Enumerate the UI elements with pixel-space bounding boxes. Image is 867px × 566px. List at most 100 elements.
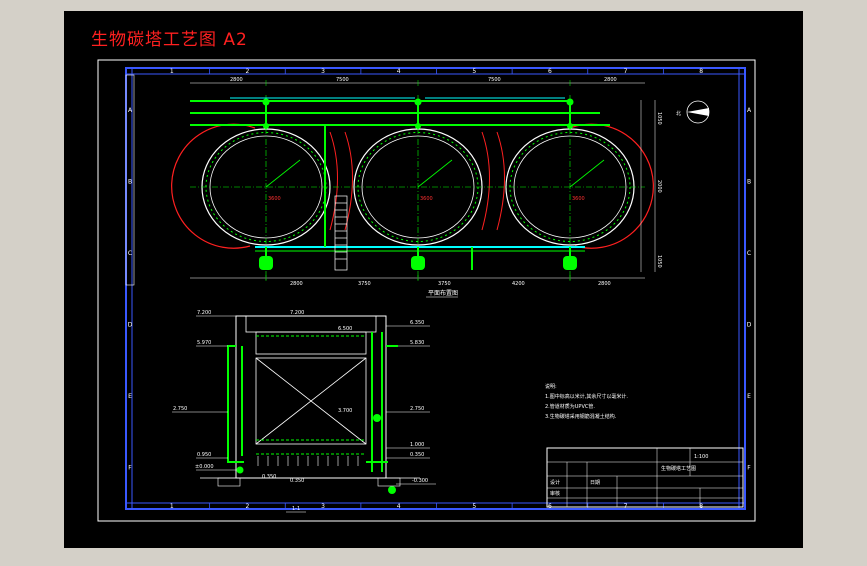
grid-row-label: F [128,464,132,471]
level-left: 0.950 [197,452,211,458]
plan-caption: 平面布置图 [428,289,458,297]
section-footing-right [377,477,401,487]
plan-dims-right-group: 1050 2000 1050 [656,112,662,268]
grid-row-label: E [747,393,751,400]
grid-row-label: A [747,107,752,114]
plan-dim-top: 2800 [230,77,243,83]
grid-column-label: 4 [397,503,401,510]
section-bottom-label: 0.350 [262,474,276,480]
grid-column-label: 1 [170,503,174,510]
level-right: -0.300 [412,478,428,484]
title-block-project: 生物碳塔工艺图 [661,465,696,472]
grid-row-label: B [747,178,751,185]
plan-dim-top: 7500 [336,77,349,83]
plan-dim-bottom: 3750 [358,281,371,287]
grid-column-label: 8 [699,68,703,75]
title-block-scale: 1:100 [694,454,708,460]
level-left: 2.750 [173,406,187,412]
section-inner-labels: 7.200 6.500 3.700 [290,310,352,414]
drawing-title: 生物碳塔工艺图 A2 [91,30,248,50]
plan-dims-top-group: 2800 7500 7500 2800 [230,77,617,83]
valves [262,98,574,129]
frame-inner-border [125,67,746,510]
tower-labels: 3600 3600 3600 [268,196,585,202]
right-riser-valves [236,414,396,494]
notes-heading: 说明: [545,383,557,390]
tower-2-label: 3600 [420,196,433,202]
section-distributor [255,331,367,355]
grid-row-label: C [128,250,132,257]
tower-3-label: 3600 [572,196,585,202]
section-bottom-labels: 0.350 0.350 [262,474,304,484]
notes-line: 3.生物碳塔采用钢筋混凝土结构. [545,413,617,420]
grid-row-label: A [128,107,133,114]
tank-wall-link-1 [329,131,338,231]
pump-sumps [259,256,577,270]
section-internal-pipes [256,335,366,455]
plan-dim-right: 1050 [656,255,662,268]
paper-outer-border [97,59,756,522]
section-footing-left [217,477,241,487]
title-block-cell: 日期 [590,480,600,486]
grid-column-label: 6 [548,68,552,75]
level-lines-left [172,315,236,471]
notes-line: 1.图中标高以米计,其余尺寸以毫米计. [545,393,628,400]
levels-left-group: 7.200 5.970 2.750 0.950 ±0.000 [173,310,214,470]
right-riser [366,332,398,472]
section-inner-label: 7.200 [290,310,304,316]
tank-wall-link-3 [481,131,490,231]
level-right: 1.000 [410,442,424,448]
tank-wall-link-2 [344,131,353,231]
north-label: 北 [676,110,681,117]
level-right: 6.350 [410,320,424,326]
section-inner-label: 6.500 [338,326,352,332]
binding-strip [125,74,135,286]
plan-dim-bottom: 3750 [438,281,451,287]
grid-row-label: D [747,321,752,328]
radius-lines [265,159,605,188]
grid-row-label: D [128,321,133,328]
title-block-cell: 审核 [550,490,560,497]
plan-dim-bottom: 2800 [598,281,611,287]
grid-column-label: 5 [472,503,476,510]
level-right: 0.350 [410,452,424,458]
section-media-bed [255,357,367,445]
plan-dim-bottom: 2800 [290,281,303,287]
grid-column-label: 3 [321,503,325,510]
notes-line: 2.管道材质为UPVC管. [545,403,595,410]
header-pipes [190,100,610,126]
media-diagonal-2 [255,357,367,445]
section-bottom-label: 0.350 [290,478,304,484]
grid-row-label: B [128,178,132,185]
level-left: 5.970 [197,340,211,346]
grid-column-label: 2 [246,503,250,510]
bottom-nozzles [257,456,359,466]
plan-dim-bottom: 4200 [512,281,525,287]
grid-column-label: 4 [397,68,401,75]
access-stair [334,195,348,271]
plan-dims-bottom-group: 2800 3750 3750 4200 2800 [290,281,611,287]
level-lines-right [386,325,436,485]
grid-labels-left: A B C D E F [128,107,133,472]
tower-1-label: 3600 [268,196,281,202]
plan-dim-top: 7500 [488,77,501,83]
grid-column-label: 1 [170,68,174,75]
left-riser [227,345,244,463]
notes-block: 说明: 1.图中标高以米计,其余尺寸以毫米计. 2.管道材质为UPVC管. 3.… [545,383,628,420]
section-inner-label: 3.700 [338,408,352,414]
dimension-ticks [265,80,571,281]
north-arrow-icon [686,100,710,124]
level-right: 5.830 [410,340,424,346]
plan-dim-top: 2800 [604,77,617,83]
grid-column-label: 3 [321,68,325,75]
section-caption: 1-1 [292,506,300,512]
level-left: 7.200 [197,310,211,316]
title-block: 生物碳塔工艺图 1:100 设计 审核 日期 [546,447,744,508]
level-right: 2.750 [410,406,424,412]
grid-row-label: E [128,393,132,400]
level-left: ±0.000 [195,464,214,470]
